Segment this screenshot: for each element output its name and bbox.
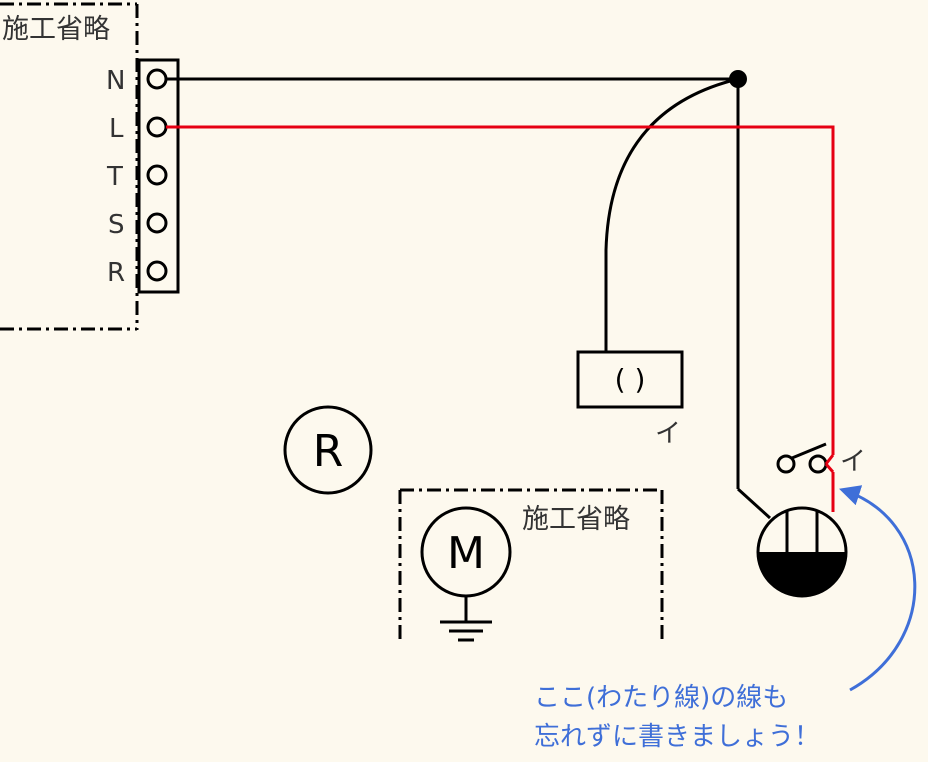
wire-to-lamp-diag bbox=[736, 487, 772, 520]
switch-symbol bbox=[776, 442, 835, 474]
black-wires bbox=[166, 77, 772, 520]
terminal-screw-r bbox=[146, 260, 168, 282]
terminal-label-r: R bbox=[107, 258, 125, 288]
wire-live bbox=[166, 125, 835, 455]
panel-omission-label: 施工省略 bbox=[2, 14, 110, 45]
terminal-screw-n bbox=[146, 68, 168, 90]
switch-sublabel: イ bbox=[840, 447, 866, 477]
terminal-label-t: T bbox=[106, 162, 123, 192]
terminal-label-n: N bbox=[106, 66, 125, 96]
lamp-symbol bbox=[756, 506, 848, 598]
terminal-label-s: S bbox=[108, 210, 125, 240]
terminal-screw-t bbox=[146, 164, 168, 186]
wire-to-socket bbox=[604, 77, 739, 352]
relay-label: R bbox=[313, 426, 344, 477]
relay-circle bbox=[283, 405, 373, 495]
ground-icon bbox=[440, 596, 492, 642]
panel-label-bg bbox=[0, 10, 134, 46]
motor-omission-label: 施工省略 bbox=[522, 504, 630, 535]
socket-box-label: ( ) bbox=[615, 363, 646, 396]
motor-block-outline bbox=[398, 488, 664, 643]
red-wires bbox=[166, 125, 835, 512]
terminal-screw-s bbox=[146, 212, 168, 234]
motor-label: M bbox=[447, 528, 485, 579]
note-line-1: ここ(わたり線)の線も bbox=[534, 683, 788, 713]
note-line-2: 忘れずに書きましょう！ bbox=[534, 722, 820, 752]
socket-box-sublabel: イ bbox=[655, 419, 681, 449]
terminal-screw-l bbox=[146, 116, 168, 138]
note-arrow bbox=[839, 485, 917, 692]
terminal-label-l: L bbox=[109, 114, 124, 144]
panel-outline bbox=[0, 2, 139, 331]
motor-label-bg bbox=[520, 500, 656, 536]
socket-box bbox=[576, 350, 684, 409]
junction-dot bbox=[729, 70, 747, 88]
